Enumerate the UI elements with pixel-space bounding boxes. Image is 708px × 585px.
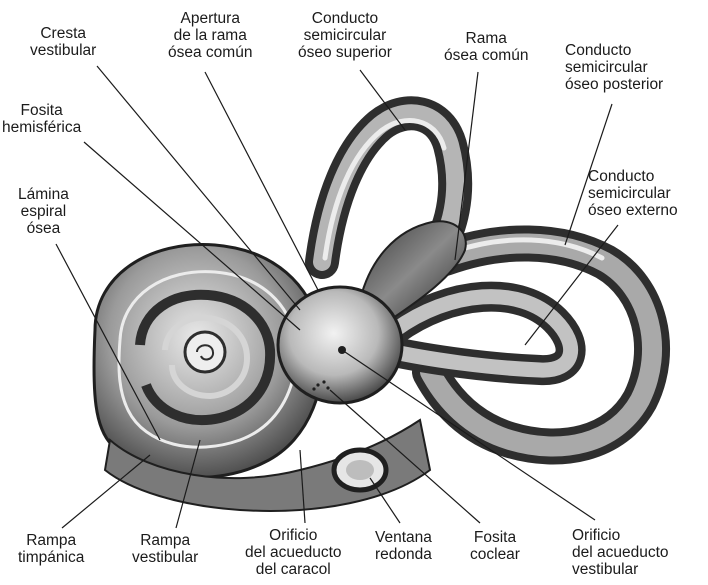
external-canal — [385, 297, 571, 371]
label-line: Rampa — [132, 532, 198, 549]
label-line: óseo posterior — [565, 76, 663, 93]
label-line: vestibular — [30, 42, 96, 59]
label-line: Fosita — [470, 529, 520, 546]
label-line: semicircular — [565, 59, 663, 76]
label-line: Conducto — [565, 42, 663, 59]
label-line: timpánica — [18, 549, 84, 566]
label-conducto-superior: Conducto semicircular óseo superior — [298, 10, 392, 61]
label-line: ósea común — [168, 44, 252, 61]
label-line: Orificio — [245, 527, 342, 544]
label-line: del acueducto — [245, 544, 342, 561]
label-line: Ventana — [375, 529, 432, 546]
label-conducto-externo: Conducto semicircular óseo externo — [588, 168, 678, 219]
label-line: Fosita — [2, 102, 81, 119]
label-line: de la rama — [168, 27, 252, 44]
label-rama-osea-comun: Rama ósea común — [444, 30, 528, 64]
label-line: semicircular — [588, 185, 678, 202]
label-line: ósea — [18, 220, 69, 237]
label-line: Apertura — [168, 10, 252, 27]
vestibule — [278, 287, 402, 403]
label-conducto-posterior: Conducto semicircular óseo posterior — [565, 42, 663, 93]
label-line: Rama — [444, 30, 528, 47]
label-line: Lámina — [18, 186, 69, 203]
label-line: hemisférica — [2, 119, 81, 136]
posterior-canal — [430, 240, 652, 447]
label-line: coclear — [470, 546, 520, 563]
label-fosita-coclear: Fosita coclear — [470, 529, 520, 563]
label-line: del acueducto — [572, 544, 669, 561]
round-window — [334, 450, 386, 490]
label-line: semicircular — [298, 27, 392, 44]
label-line: Conducto — [588, 168, 678, 185]
label-orificio-caracol: Orificio del acueducto del caracol — [245, 527, 342, 578]
label-lamina-espiral: Lámina espiral ósea — [18, 186, 69, 237]
label-cresta-vestibular: Cresta vestibular — [30, 25, 96, 59]
label-ventana-redonda: Ventana redonda — [375, 529, 432, 563]
label-line: vestibular — [572, 561, 669, 578]
label-line: Rampa — [18, 532, 84, 549]
label-line: Conducto — [298, 10, 392, 27]
label-line: óseo superior — [298, 44, 392, 61]
label-fosita-hemisferica: Fosita hemisférica — [2, 102, 81, 136]
label-line: redonda — [375, 546, 432, 563]
label-orificio-vestibular: Orificio del acueducto vestibular — [572, 527, 669, 578]
label-rampa-vestibular: Rampa vestibular — [132, 532, 198, 566]
label-line: Orificio — [572, 527, 669, 544]
label-line: Cresta — [30, 25, 96, 42]
label-line: óseo externo — [588, 202, 678, 219]
label-line: del caracol — [245, 561, 342, 578]
label-line: ósea común — [444, 47, 528, 64]
label-line: vestibular — [132, 549, 198, 566]
label-line: espiral — [18, 203, 69, 220]
label-apertura-rama: Apertura de la rama ósea común — [168, 10, 252, 61]
label-rampa-timpanica: Rampa timpánica — [18, 532, 84, 566]
